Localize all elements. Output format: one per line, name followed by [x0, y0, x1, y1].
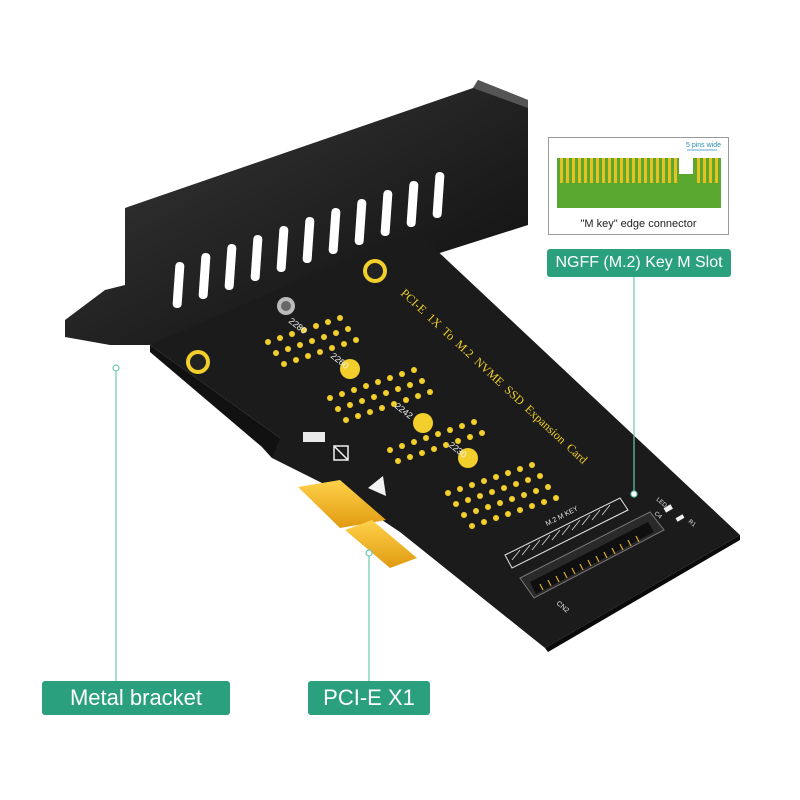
m2-key-m-slot	[504, 497, 665, 599]
pins-note: 5 pins wide	[686, 142, 722, 149]
bracket-vent-slots	[172, 172, 445, 309]
component-label-c4: C4	[653, 511, 663, 521]
pcie-x1-label: PCI-E X1	[308, 681, 430, 715]
component-label-r1: R1	[687, 519, 697, 529]
led-component	[663, 504, 685, 522]
screw-icon	[186, 259, 387, 374]
standoff-pads	[265, 315, 559, 529]
m-key-edge-connector-inset: 5 pins wide "M key" edge connector	[548, 137, 729, 235]
esd-warning-icon	[303, 432, 386, 496]
inset-caption: "M key" edge connector	[580, 218, 697, 230]
ngff-slot-label: NGFF (M.2) Key M Slot	[547, 249, 731, 277]
callout-lines	[112, 277, 638, 681]
metal-bracket	[65, 80, 528, 345]
edge-connector-diagram	[557, 149, 721, 208]
metal-bracket-label: Metal bracket	[42, 681, 230, 715]
pcie-x1-contacts	[298, 480, 417, 568]
